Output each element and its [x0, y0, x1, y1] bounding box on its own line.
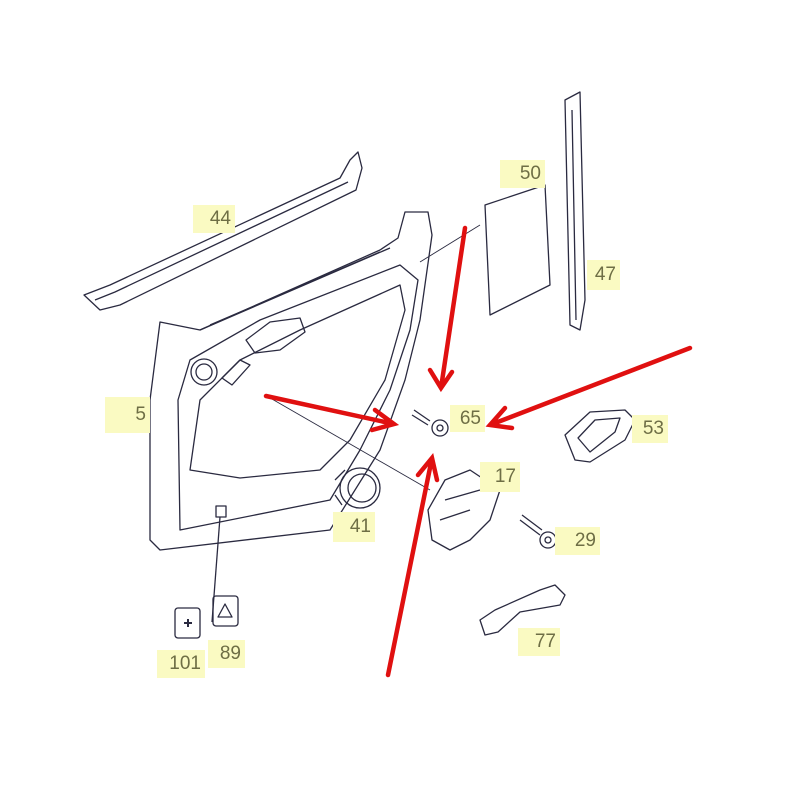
part-53-handle-bezel [564, 409, 636, 463]
label-65: 65 [450, 405, 485, 432]
label-5: 5 [105, 397, 150, 433]
arrow-bottom [385, 453, 440, 678]
label-41: 41 [333, 512, 375, 542]
label-50: 50 [500, 160, 545, 188]
arrow-left [263, 393, 400, 433]
part-50-sheet [484, 184, 551, 316]
part-29-bolt [519, 514, 557, 549]
part-77-window-crank [479, 584, 566, 636]
part-65-screw [411, 409, 449, 437]
arrow-top [427, 225, 468, 393]
label-53: 53 [632, 415, 668, 443]
label-47: 47 [587, 260, 620, 290]
part-47-strip [564, 91, 586, 331]
label-44: 44 [193, 205, 235, 233]
label-29: 29 [555, 527, 600, 555]
label-89: 89 [208, 640, 245, 668]
label-77: 77 [518, 628, 560, 656]
label-101: 101 [157, 650, 205, 678]
red-arrows [263, 225, 693, 678]
part-89-hazard-button [212, 595, 239, 627]
part-17-lock-mechanism [427, 469, 501, 551]
part-41-speaker [334, 467, 381, 509]
part-101-button [174, 607, 201, 639]
label-17: 17 [480, 462, 520, 492]
part-5-door-panel [149, 211, 433, 551]
arrow-right [485, 345, 693, 431]
